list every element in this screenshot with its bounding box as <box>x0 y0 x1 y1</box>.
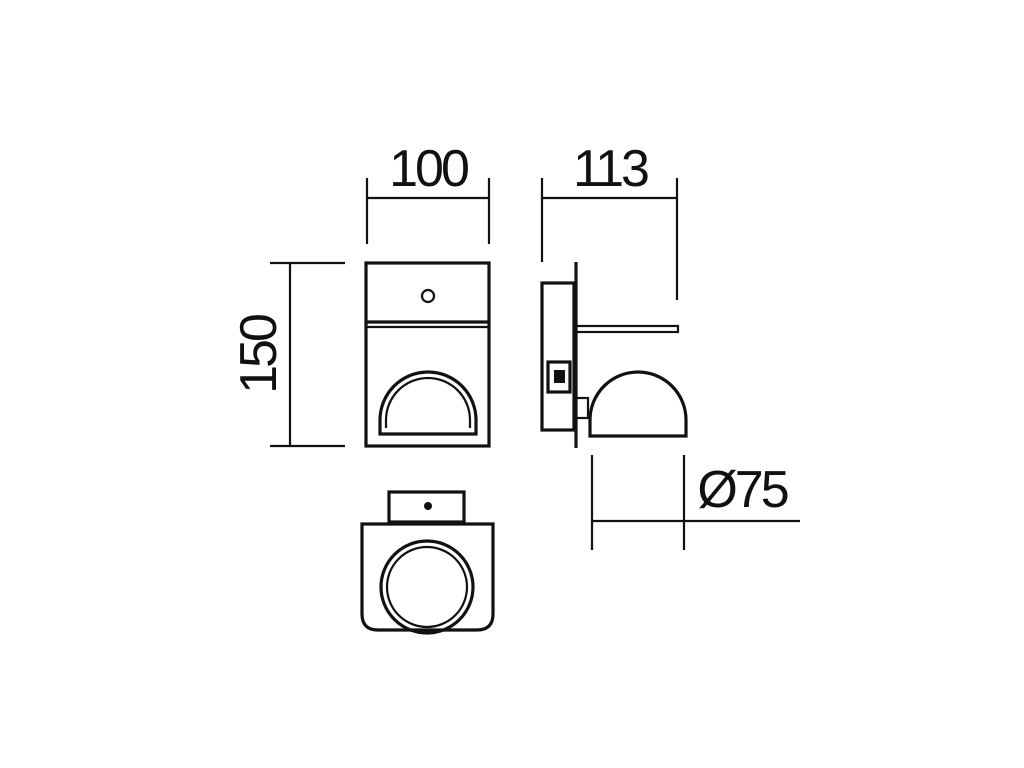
lamp-head-front <box>378 370 478 436</box>
height-dimension: 150 <box>230 261 345 448</box>
lamp-head-side <box>588 370 688 438</box>
screw-hole-icon <box>420 288 436 304</box>
diameter-dimension: Ø75 <box>590 455 800 550</box>
height-label: 150 <box>230 315 288 394</box>
depth-label: 113 <box>573 140 648 198</box>
diameter-label: Ø75 <box>697 461 787 519</box>
switch-icon <box>546 360 572 394</box>
side-view <box>540 262 688 448</box>
front-view <box>364 261 491 448</box>
lamp-head-top <box>379 539 475 635</box>
depth-dimension: 113 <box>540 140 679 300</box>
width-label: 100 <box>389 140 468 198</box>
width-dimension: 100 <box>365 140 491 244</box>
top-view <box>360 490 495 635</box>
